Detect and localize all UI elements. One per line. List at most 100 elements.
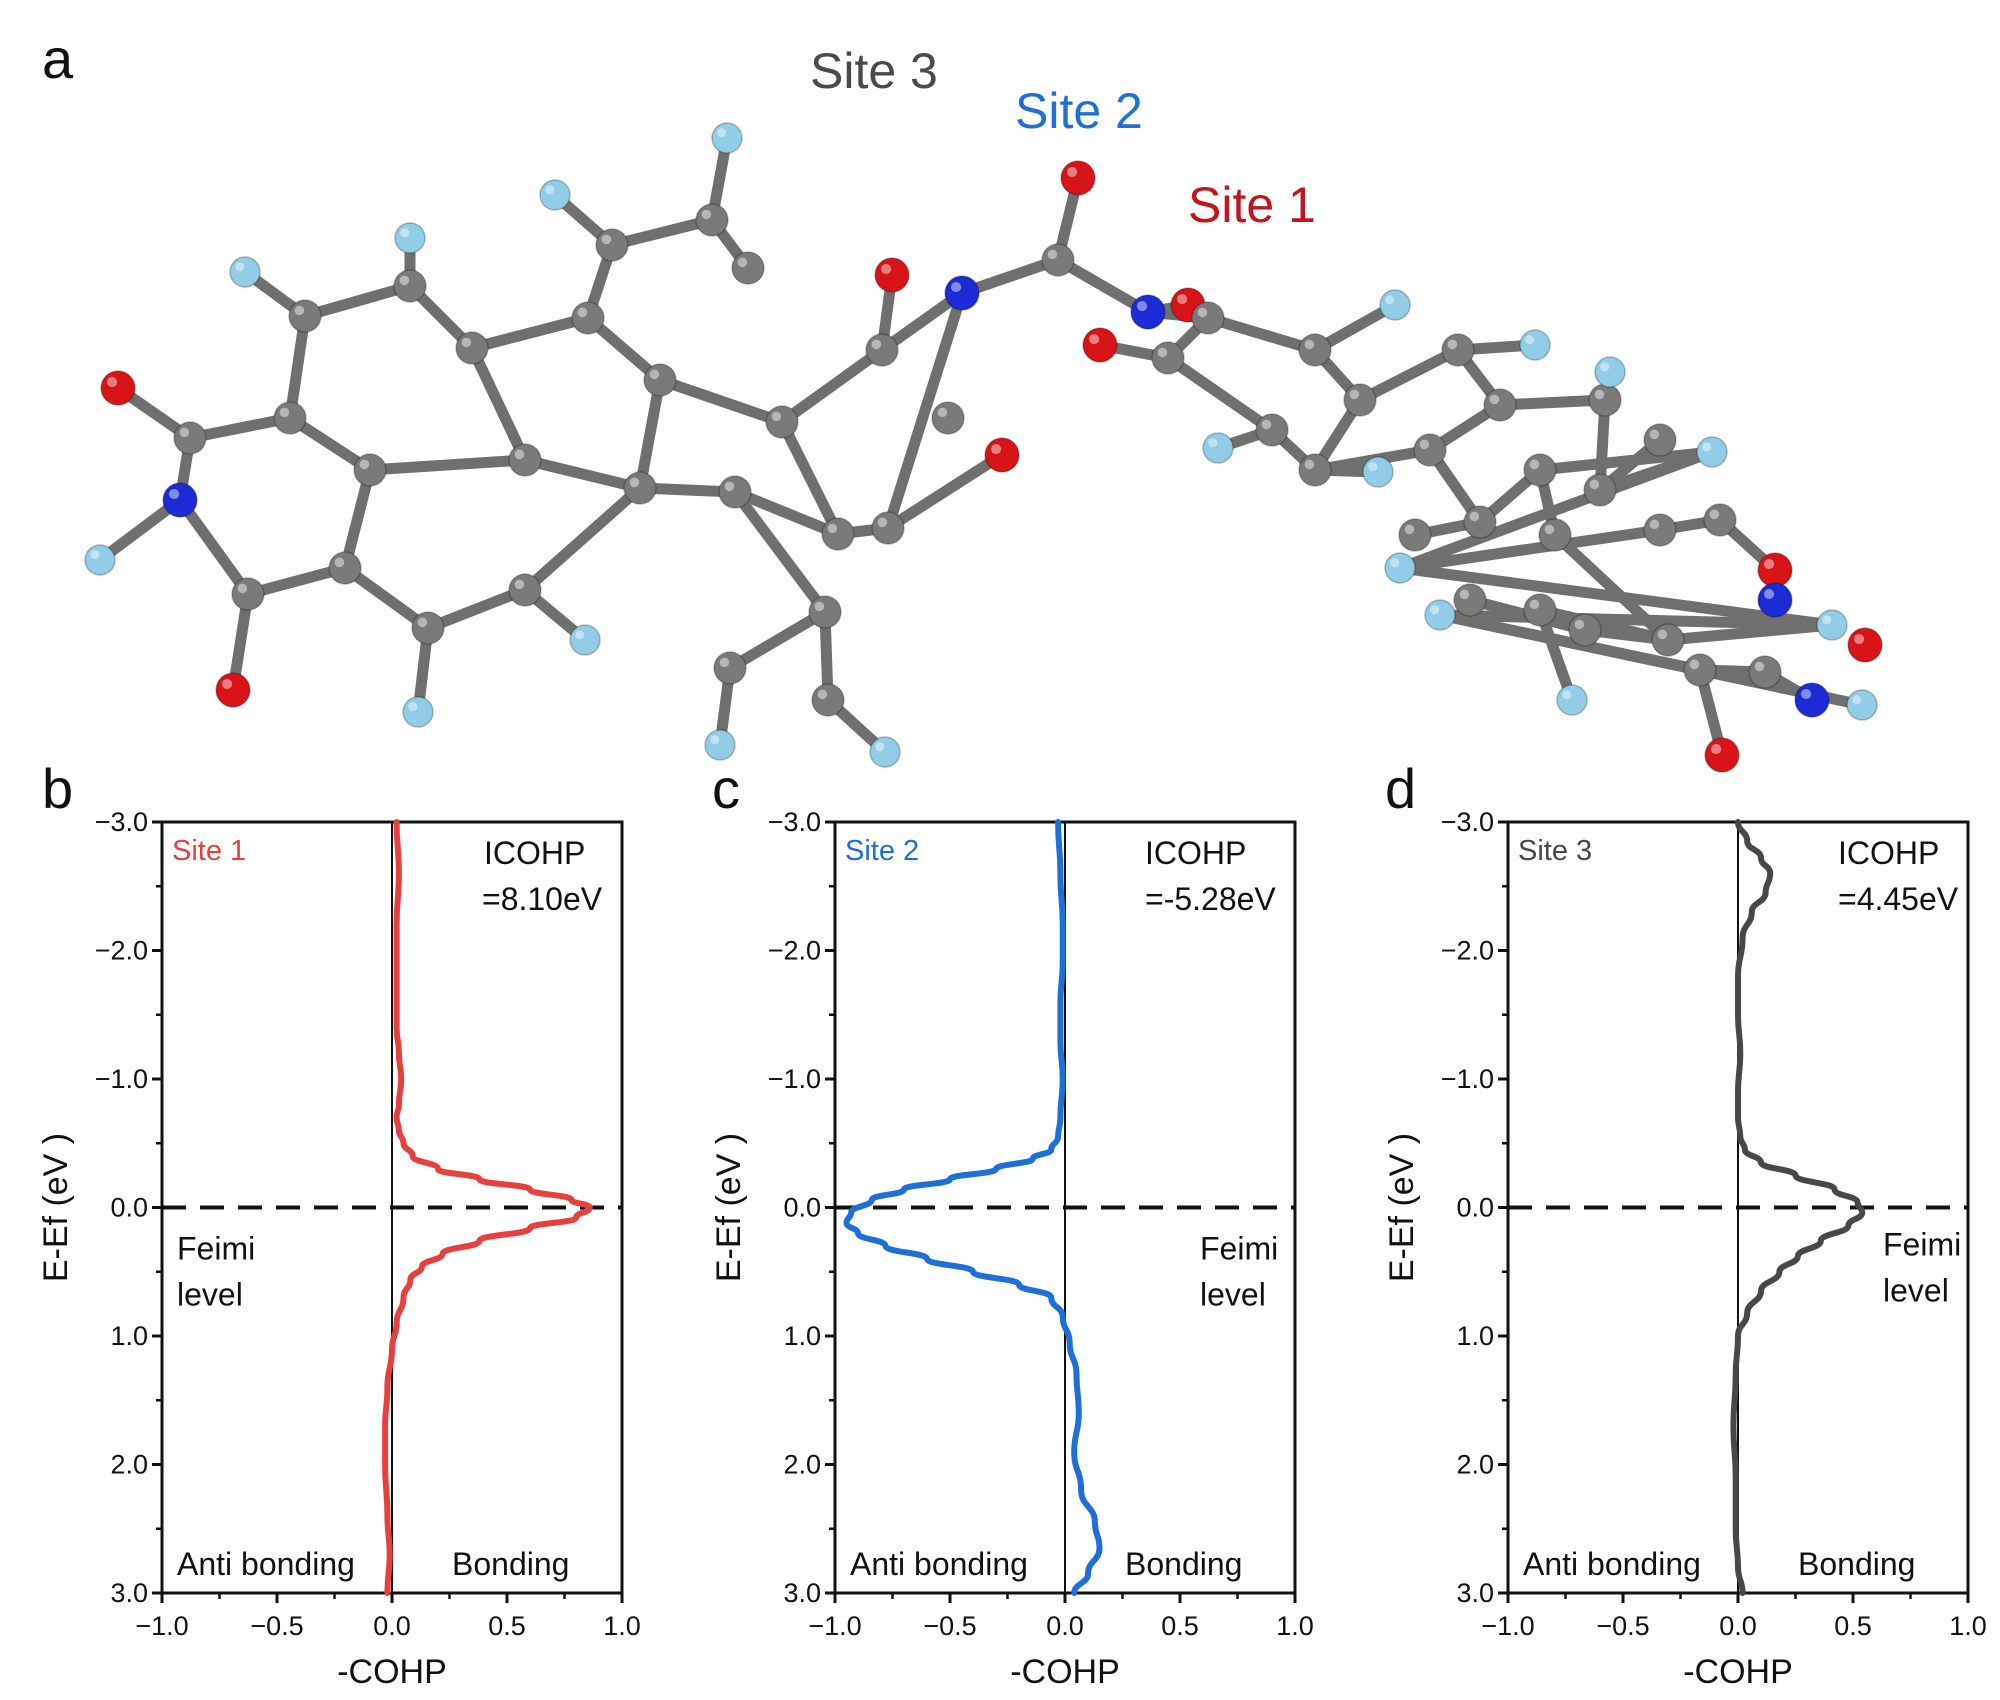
site-tag: Site 1: [172, 835, 246, 867]
carbon-atom: [1343, 383, 1377, 417]
fermi-label-line1: Feimi: [177, 1231, 255, 1267]
carbon-atom: [718, 475, 752, 509]
molecule-bond: [422, 584, 531, 634]
hydrogen-atom: [1519, 329, 1551, 361]
atom-highlight: [279, 407, 290, 418]
nitrogen-atom: [1794, 682, 1830, 718]
carbon-atom: [811, 683, 845, 717]
site-3-label: Site 3: [810, 43, 938, 99]
oxygen-atom: [1082, 327, 1118, 363]
x-tick-label: 0.0: [1046, 1611, 1084, 1641]
atom-highlight: [1763, 588, 1775, 600]
bonding-label: Bonding: [1125, 1546, 1242, 1582]
atom-highlight: [629, 477, 640, 488]
atom-highlight: [1261, 419, 1272, 430]
y-tick-label: 1.0: [1456, 1321, 1494, 1351]
y-tick-label: 1.0: [110, 1321, 148, 1351]
fermi-label-line2: level: [1200, 1277, 1266, 1313]
atom-highlight: [937, 407, 948, 418]
y-tick-label: 2.0: [1456, 1450, 1494, 1480]
atom-highlight: [417, 617, 428, 628]
atom-highlight: [649, 369, 660, 380]
atom-highlight: [1589, 479, 1600, 490]
icohp-value: =8.10eV: [482, 881, 603, 917]
molecule-bond: [724, 606, 831, 674]
atom-highlight: [1385, 295, 1395, 305]
atom-highlight: [359, 459, 370, 470]
icohp-label: ICOHP: [1145, 835, 1246, 871]
carbon-atom: [231, 577, 265, 611]
molecule-bond: [1394, 524, 1666, 574]
y-tick-label: −1.0: [1441, 1064, 1494, 1094]
x-tick-label: 0.0: [1719, 1611, 1757, 1641]
panel-a-structure: a Site 3 Site 2 Site 1: [42, 27, 1883, 773]
carbon-atom: [1683, 653, 1717, 687]
carbon-atom: [455, 331, 489, 365]
nitrogen-atom: [1130, 294, 1166, 330]
atom-highlight: [1088, 333, 1100, 345]
atom-highlight: [90, 550, 100, 560]
molecule-bond: [339, 464, 376, 574]
atom-highlight: [408, 702, 418, 712]
atom-highlight: [1544, 524, 1555, 535]
x-tick-label: −1.0: [808, 1611, 861, 1641]
atom-highlight: [1304, 339, 1315, 350]
atom-highlight: [237, 583, 248, 594]
atom-highlight: [827, 523, 838, 534]
atom-highlight: [1390, 558, 1400, 568]
carbon-atom: [1568, 613, 1602, 647]
molecule-bond: [882, 287, 968, 534]
atom-highlight: [1430, 605, 1440, 615]
carbon-atom: [1041, 243, 1075, 277]
atom-highlight: [1600, 362, 1610, 372]
oxygen-atom: [100, 370, 136, 406]
atom-highlight: [814, 601, 825, 612]
fermi-label-line2: level: [177, 1277, 243, 1313]
atom-highlight: [1710, 743, 1722, 755]
carbon-atom: [1453, 583, 1487, 617]
icohp-label: ICOHP: [484, 835, 585, 871]
molecule-bond: [466, 342, 531, 466]
carbon-atom: [731, 251, 765, 285]
atom-highlight: [1157, 347, 1168, 358]
atom-highlight: [1529, 459, 1540, 470]
y-tick-label: 3.0: [783, 1578, 821, 1608]
atom-highlight: [400, 228, 410, 238]
atom-highlight: [1649, 519, 1660, 530]
hydrogen-atom: [1696, 436, 1728, 468]
carbon-atom: [765, 405, 799, 439]
atom-highlight: [1404, 524, 1415, 535]
atom-highlight: [950, 281, 962, 293]
atom-highlight: [737, 257, 748, 268]
nitrogen-atom: [944, 275, 980, 311]
fermi-label-line1: Feimi: [1200, 1231, 1278, 1267]
carbon-atom: [508, 443, 542, 477]
y-tick-label: −1.0: [95, 1064, 148, 1094]
hydrogen-atom: [569, 624, 601, 656]
atom-highlight: [1176, 293, 1188, 305]
carbon-atom: [643, 363, 677, 397]
hydrogen-atom: [1594, 356, 1626, 388]
atom-highlight: [817, 689, 828, 700]
x-axis-title: -COHP: [1683, 1653, 1793, 1691]
carbon-atom: [1651, 623, 1685, 657]
molecule-bond: [1494, 394, 1611, 411]
atom-highlight: [1304, 459, 1315, 470]
atom-highlight: [179, 427, 190, 438]
atom-highlight: [168, 488, 180, 500]
carbon-atom: [1441, 333, 1475, 367]
hydrogen-atom: [1202, 432, 1234, 464]
atom-highlight: [990, 443, 1002, 455]
oxygen-atom: [874, 257, 910, 293]
hydrogen-atom: [1379, 289, 1411, 321]
carbon-atom: [1463, 505, 1497, 539]
molecule-bond: [1162, 352, 1278, 436]
atom-highlight: [880, 263, 892, 275]
y-tick-label: 3.0: [1456, 1578, 1494, 1608]
atom-highlight: [1702, 442, 1712, 452]
